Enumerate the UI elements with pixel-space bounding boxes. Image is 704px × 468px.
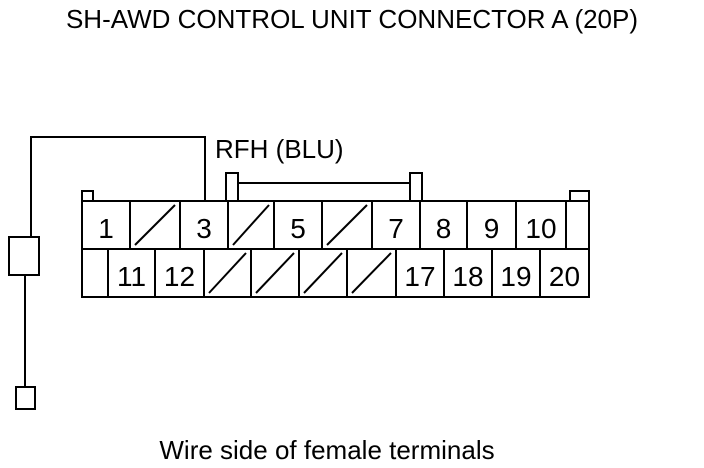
blocked-slash: [232, 204, 270, 246]
probe-tip-lower: [15, 386, 36, 410]
blocked-slash: [326, 204, 368, 246]
terminal-10: 10: [515, 200, 567, 250]
terminal-11: 11: [107, 248, 156, 298]
blocked-slash: [303, 252, 343, 294]
connector-lock-tab: [225, 172, 423, 201]
blocked-slash: [255, 252, 295, 294]
blocked-cavity: [81, 248, 109, 298]
blocked-cavity: [227, 200, 275, 250]
connector-bottom-row: 11 12 17 18 19 20: [81, 248, 590, 298]
blocked-cavity: [298, 248, 348, 298]
cavity-box: [81, 200, 131, 250]
cavity-box: [154, 248, 205, 298]
terminal-19: 19: [491, 248, 541, 298]
blocked-cavity: [203, 248, 252, 298]
terminal-number: 20: [549, 261, 580, 292]
connector-top-row: 1 3 5 7 8 9 10: [81, 200, 590, 250]
blocked-slash: [134, 204, 176, 246]
terminal-1: 1: [81, 200, 131, 250]
terminal-12: 12: [154, 248, 205, 298]
terminal-9: 9: [466, 200, 517, 250]
cavity-box: [81, 248, 109, 298]
cavity-box: [273, 200, 323, 250]
terminal-number: 17: [404, 261, 435, 292]
terminal-number: 10: [525, 213, 556, 244]
blocked-cavity: [321, 200, 373, 250]
cavity-box: [491, 248, 541, 298]
cavity-box: [443, 248, 493, 298]
blocked-cavity: [565, 200, 590, 250]
terminal-number: 12: [164, 261, 195, 292]
blocked-slash: [351, 252, 392, 294]
cavity-box: [539, 248, 590, 298]
terminal-number: 8: [436, 213, 452, 244]
cavity-box: [107, 248, 156, 298]
blocked-cavity: [346, 248, 397, 298]
cavity-box: [419, 200, 468, 250]
blocked-slash: [208, 252, 247, 294]
terminal-number: 5: [290, 213, 306, 244]
diagram-caption: Wire side of female terminals: [159, 435, 494, 465]
terminal-8: 8: [419, 200, 468, 250]
terminal-3: 3: [179, 200, 229, 250]
blocked-cavity: [129, 200, 181, 250]
cavity-box: [515, 200, 567, 250]
terminal-7: 7: [371, 200, 421, 250]
cavity-box: [179, 200, 229, 250]
terminal-number: 1: [98, 213, 114, 244]
cavity-box: [395, 248, 445, 298]
terminal-18: 18: [443, 248, 493, 298]
terminal-number: 3: [196, 213, 212, 244]
terminal-number: 18: [452, 261, 483, 292]
diagram-title: SH-AWD CONTROL UNIT CONNECTOR A (20P): [66, 4, 638, 34]
cavity-box: [565, 200, 590, 250]
probe-lead-wire: [30, 136, 206, 237]
terminal-number: 7: [388, 213, 404, 244]
terminal-number: 19: [500, 261, 531, 292]
terminal-5: 5: [273, 200, 323, 250]
terminal-20: 20: [539, 248, 590, 298]
terminal-number: 11: [117, 261, 146, 292]
blocked-cavity: [250, 248, 300, 298]
probe-tip-upper: [8, 236, 40, 276]
terminal-number: 9: [484, 213, 500, 244]
terminal-17: 17: [395, 248, 445, 298]
wire-label: RFH (BLU): [215, 134, 344, 164]
